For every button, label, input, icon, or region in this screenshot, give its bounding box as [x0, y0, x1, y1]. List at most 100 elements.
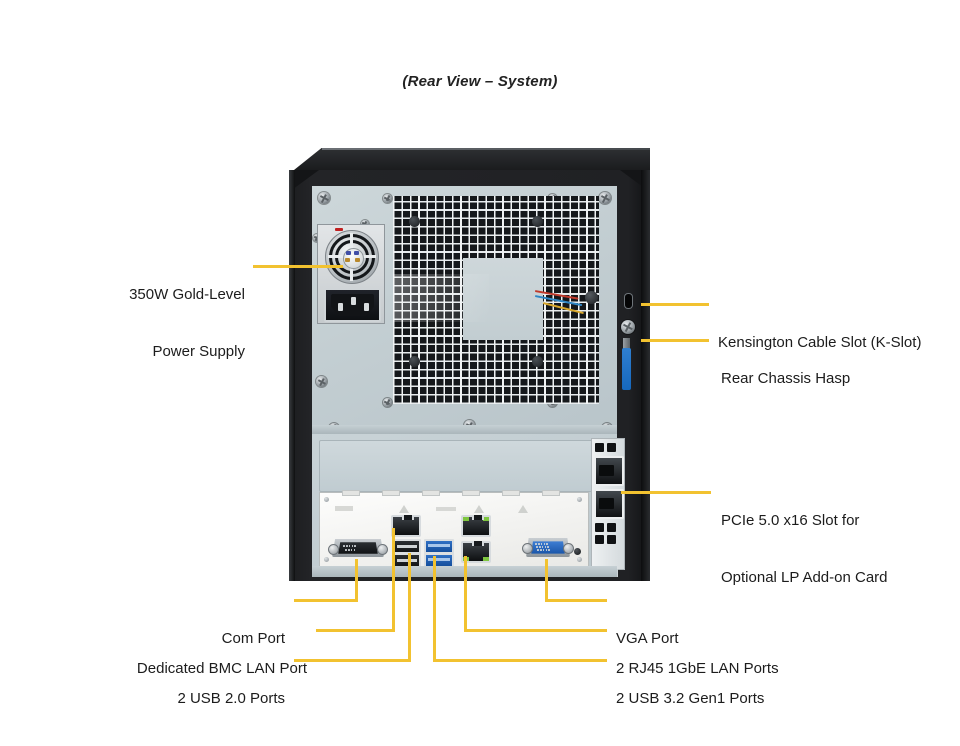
kensington-cable-slot[interactable] [625, 294, 632, 308]
panel-screw-top-right [599, 192, 611, 204]
ac-pin-left [338, 303, 343, 311]
vga-pin-row-1 [535, 543, 548, 545]
psu-badge-right [354, 251, 359, 255]
callout-usb32-gen1-ports-line1: 2 USB 3.2 Gen1 Ports [616, 690, 765, 707]
leader-bmc-lan-h [316, 629, 395, 632]
mesh-screw-top-left [383, 194, 392, 203]
fan-spoke-2 [350, 261, 353, 281]
vga-port-screw-right [563, 543, 574, 554]
leader-usb32-h [433, 659, 607, 662]
leader-vga-v [545, 559, 548, 602]
callout-rear-chassis-hasp-line1: Rear Chassis Hasp [721, 370, 851, 387]
io-shield-screw-tr [577, 497, 582, 502]
chassis-edge-left [289, 170, 295, 581]
chassis-top-face [289, 148, 650, 174]
pcie-module-port-2[interactable] [594, 489, 624, 519]
leader-rj45-h [464, 629, 607, 632]
fan-spoke-1 [350, 233, 353, 253]
vga-port-core [531, 541, 565, 554]
callout-rj45-lan-ports: 2 RJ45 1GbE LAN Ports [616, 621, 846, 716]
callout-power-supply-line2: Power Supply [152, 343, 245, 360]
mesh-standoff-bottom-left [409, 356, 420, 367]
usb-3-2-gen1-port-2-insert [428, 558, 450, 561]
lan-port-2-led-right [483, 557, 489, 561]
chassis-edge-right [641, 170, 650, 581]
callout-pcie-slot-line1: PCIe 5.0 x16 Slot for [721, 512, 860, 529]
io-shield-tab-6 [542, 490, 560, 496]
fan-spoke-4 [356, 255, 376, 258]
add-on-card-bay [319, 440, 604, 492]
callout-com-port-line1: Com Port [221, 630, 285, 647]
pcie-vent-6 [607, 535, 616, 544]
fan-spoke-3 [328, 255, 348, 258]
psu-badge-amber-1 [345, 258, 350, 262]
ac-pin-right [364, 303, 369, 311]
callout-pcie-slot-line2: Optional LP Add-on Card [721, 569, 888, 586]
ac-power-inlet [324, 288, 381, 322]
mesh-center-blank [463, 258, 543, 340]
psu-badge-amber-2 [355, 258, 360, 262]
com-port-pin-row-bottom [345, 549, 356, 551]
leader-pcie-slot [621, 491, 711, 494]
callout-kensington-slot-line1: Kensington Cable Slot (K-Slot) [718, 334, 922, 351]
leader-kensington-slot [641, 303, 709, 306]
chassis-top-highlight [322, 148, 650, 150]
vga-pin-row-3 [537, 549, 550, 551]
pcie-vent-1 [595, 443, 604, 452]
io-shield-tab-5 [502, 490, 520, 496]
callout-vga-port: VGA Port [616, 591, 816, 686]
lan-port-1-led-left [463, 517, 469, 521]
com-port-screw-left [328, 543, 339, 555]
callout-usb2-ports: 2 USB 2.0 Ports [85, 651, 285, 746]
bmc-lan-port[interactable] [391, 515, 421, 537]
callout-vga-port-line1: VGA Port [616, 630, 679, 647]
rear-panel-standoff [585, 291, 598, 304]
usb-3-2-gen1-port-1-insert [428, 544, 450, 547]
usb-2-0-port-1[interactable] [393, 539, 421, 554]
leader-rear-chassis-hasp [641, 339, 709, 342]
ac-pin-ground [351, 297, 356, 305]
vga-pin-row-2 [536, 546, 549, 548]
mesh-standoff-top-right [532, 216, 543, 227]
server-chassis-rear [289, 148, 650, 581]
power-supply-fan [325, 230, 379, 284]
com-port-core [338, 542, 378, 554]
serial-com-port[interactable] [328, 539, 388, 557]
callout-usb32-gen1-ports: 2 USB 3.2 Gen1 Ports [616, 651, 846, 746]
panel-screw-mid-left [316, 376, 327, 387]
rear-chassis-hasp[interactable] [622, 348, 631, 390]
ac-inlet-cavity [331, 294, 374, 316]
com-port-pin-row-top [343, 545, 356, 547]
usb-2-0-port-2-insert [397, 559, 417, 562]
pcie-vent-5 [595, 535, 604, 544]
pcie-module-port-1[interactable] [594, 456, 624, 486]
callout-kensington-slot: Kensington Cable Slot (K-Slot) [718, 295, 958, 390]
leader-rj45-v [464, 556, 467, 632]
io-mark-usb-icon [436, 507, 456, 511]
pcie-expansion-bracket[interactable] [591, 438, 625, 577]
com-port-screw-right [377, 543, 388, 555]
io-shield-screw-tl [324, 497, 329, 502]
rear-chassis-hasp-thumbscrew[interactable] [621, 320, 635, 334]
io-mark-lan1-icon [474, 505, 484, 513]
vga-port[interactable] [522, 538, 574, 557]
callout-power-supply: 350W Gold-Level Power Supply [60, 247, 245, 399]
leader-usb2-v [408, 553, 411, 662]
usb-3-2-gen1-port-1[interactable] [424, 539, 454, 554]
hasp-shackle [623, 338, 630, 350]
callout-pcie-slot: PCIe 5.0 x16 Slot for Optional LP Add-on… [721, 473, 960, 625]
callout-power-supply-line1: 350W Gold-Level [129, 286, 245, 303]
callout-usb2-ports-line1: 2 USB 2.0 Ports [177, 690, 285, 707]
io-shield-screw-bl [324, 557, 329, 562]
pcie-vent-4 [607, 523, 616, 532]
pcie-vent-2 [607, 443, 616, 452]
leader-vga-h [545, 599, 607, 602]
io-shield-tab-1 [342, 490, 360, 496]
lan-port-1[interactable] [461, 515, 491, 537]
pcie-vent-3 [595, 523, 604, 532]
io-mark-lan2-icon [518, 505, 528, 513]
power-supply-module [317, 224, 385, 324]
callout-bmc-lan-port: Dedicated BMC LAN Port [85, 621, 307, 716]
leader-usb32-v [433, 556, 436, 662]
lan-port-2[interactable] [461, 541, 491, 563]
